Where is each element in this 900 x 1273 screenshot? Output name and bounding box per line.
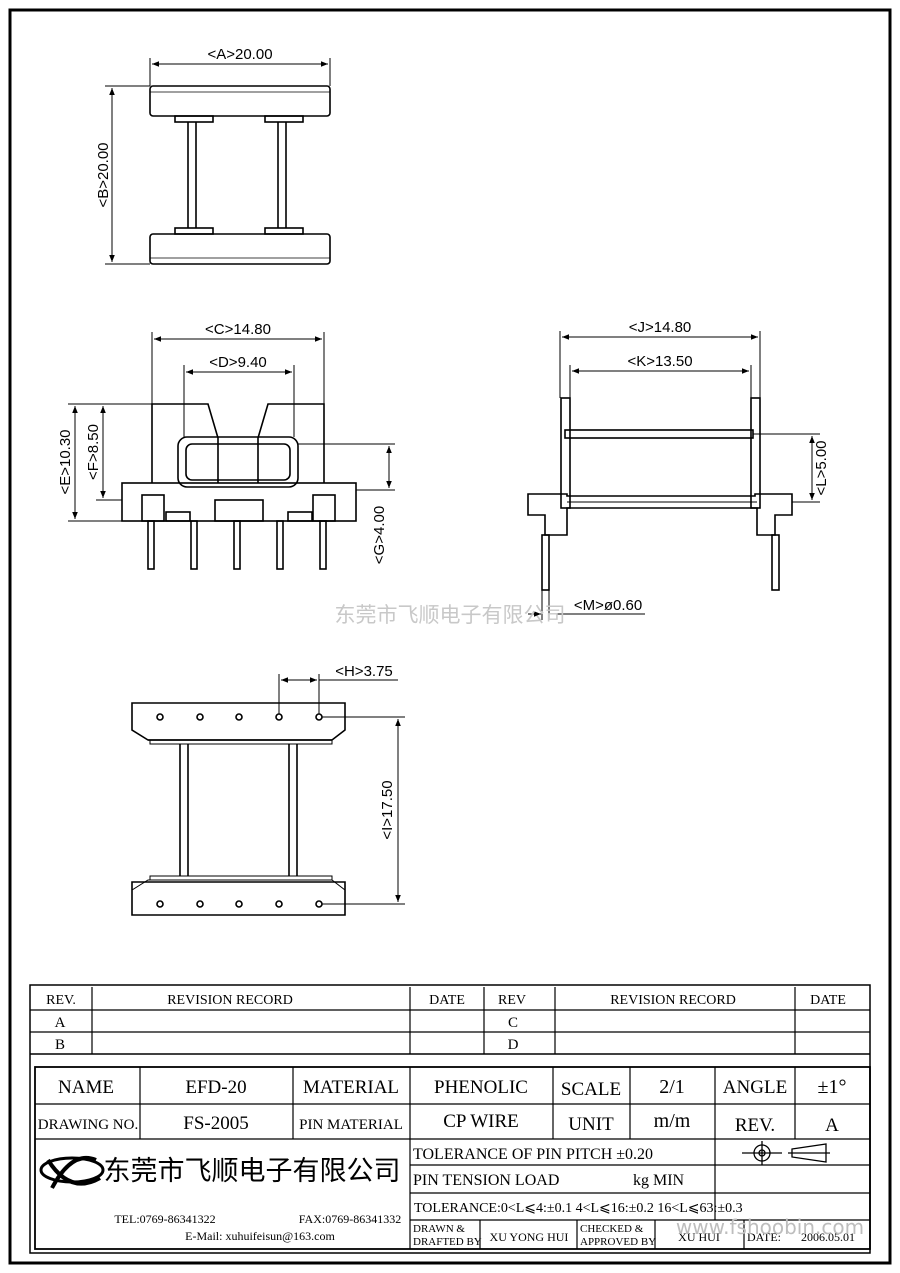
angle-label: ANGLE <box>723 1077 787 1098</box>
material-label: MATERIAL <box>303 1077 399 1098</box>
dim-j-lines <box>559 331 761 398</box>
revision-record-header: REVISION RECORD <box>167 993 293 1008</box>
tel-text: TEL:0769-86341322 <box>114 1212 215 1226</box>
dim-c-label: <C>14.80 <box>205 321 271 338</box>
date-header: DATE <box>429 993 465 1008</box>
dim-e-lines <box>68 403 152 522</box>
rev-value: A <box>825 1115 839 1136</box>
dim-a-label: <A>20.00 <box>207 46 272 63</box>
checked-by: XU HUI <box>678 1230 720 1244</box>
checked-label-2: APPROVED BY <box>580 1236 656 1248</box>
drawn-label-1: DRAWN & <box>413 1223 465 1235</box>
revision-table-lines <box>30 987 870 1055</box>
dim-h-label: <H>3.75 <box>335 663 393 680</box>
pin-pitch-tolerance: TOLERANCE OF PIN PITCH ±0.20 <box>413 1146 653 1163</box>
drawn-label-2: DRAFTED BY <box>413 1236 482 1248</box>
title-block-lines <box>34 1066 871 1250</box>
pin-tension-unit: kg MIN <box>633 1172 685 1189</box>
name-value: EFD-20 <box>185 1077 246 1098</box>
dim-d-label: <D>9.40 <box>209 354 267 371</box>
pin-material-label: PIN MATERIAL <box>299 1117 403 1133</box>
outer-border <box>8 8 892 1265</box>
revision-record-header-2: REVISION RECORD <box>610 993 736 1008</box>
pin-tension-label: PIN TENSION LOAD <box>413 1172 559 1189</box>
tolerance-line: TOLERANCE:0<L⩽4:±0.1 4<L⩽16:±0.2 16<L⩽63… <box>414 1201 743 1216</box>
date-label: DATE: <box>747 1230 781 1244</box>
rev-header: REV. <box>46 993 76 1008</box>
rev-label: REV. <box>735 1115 775 1136</box>
dim-d-lines <box>183 365 295 437</box>
dim-a-lines <box>149 58 331 86</box>
dim-f-label: <F>8.50 <box>85 424 102 480</box>
rev-header-2: REV <box>498 993 526 1008</box>
dim-e-label: <E>10.30 <box>57 429 74 494</box>
dim-k-label: <K>13.50 <box>627 353 692 370</box>
pin-material-value: CP WIRE <box>443 1111 518 1132</box>
rev-row-b: B <box>55 1037 65 1053</box>
dim-b-label: <B>20.00 <box>95 142 112 207</box>
company-name: 东莞市飞顺电子有限公司 <box>104 1156 401 1187</box>
dim-i-label: <I>17.50 <box>379 780 396 839</box>
dim-f-lines <box>96 403 152 501</box>
drawing-no-label: DRAWING NO. <box>38 1117 138 1133</box>
drawn-by: XU YONG HUI <box>490 1230 569 1244</box>
rev-row-a: A <box>55 1015 66 1031</box>
fax-text: FAX:0769-86341332 <box>299 1212 401 1226</box>
dim-h-lines <box>278 674 398 714</box>
dim-m-lines <box>528 590 645 620</box>
site-watermark: www.fshoobin.com <box>676 1215 864 1239</box>
date-value: 2006.05.01 <box>801 1230 855 1244</box>
dim-i-lines <box>322 716 405 905</box>
dim-b-lines <box>105 85 150 265</box>
checked-label-1: CHECKED & <box>580 1223 644 1235</box>
dim-l-lines <box>753 433 820 503</box>
front-view <box>121 403 357 570</box>
dim-l-label: <L>5.00 <box>813 440 830 495</box>
dim-j-label: <J>14.80 <box>629 319 692 336</box>
scale-value: 2/1 <box>659 1076 685 1098</box>
dim-m-label: <M>ø0.60 <box>574 597 642 614</box>
angle-value: ±1° <box>818 1076 847 1098</box>
rev-row-c: C <box>508 1015 518 1031</box>
side-view <box>527 397 793 591</box>
name-label: NAME <box>58 1077 114 1098</box>
unit-label: UNIT <box>568 1114 614 1135</box>
dim-g-lines <box>298 443 395 491</box>
drawing-no-value: FS-2005 <box>183 1113 248 1134</box>
dim-g-label: <G>4.00 <box>371 506 388 564</box>
top-view <box>149 85 331 265</box>
unit-value: m/m <box>654 1110 691 1132</box>
material-value: PHENOLIC <box>434 1077 528 1098</box>
dim-k-lines <box>569 365 752 398</box>
company-logo-icon <box>39 1156 105 1189</box>
dim-c-lines <box>151 332 325 404</box>
rev-row-d: D <box>508 1037 519 1053</box>
projection-symbol-icon <box>742 1141 830 1165</box>
email-text: E-Mail: xuhuifeisun@163.com <box>185 1229 335 1243</box>
date-header-2: DATE <box>810 993 846 1008</box>
watermark-text: 东莞市飞顺电子有限公司 <box>335 603 566 627</box>
bottom-view <box>131 702 346 916</box>
scale-label: SCALE <box>561 1079 621 1100</box>
